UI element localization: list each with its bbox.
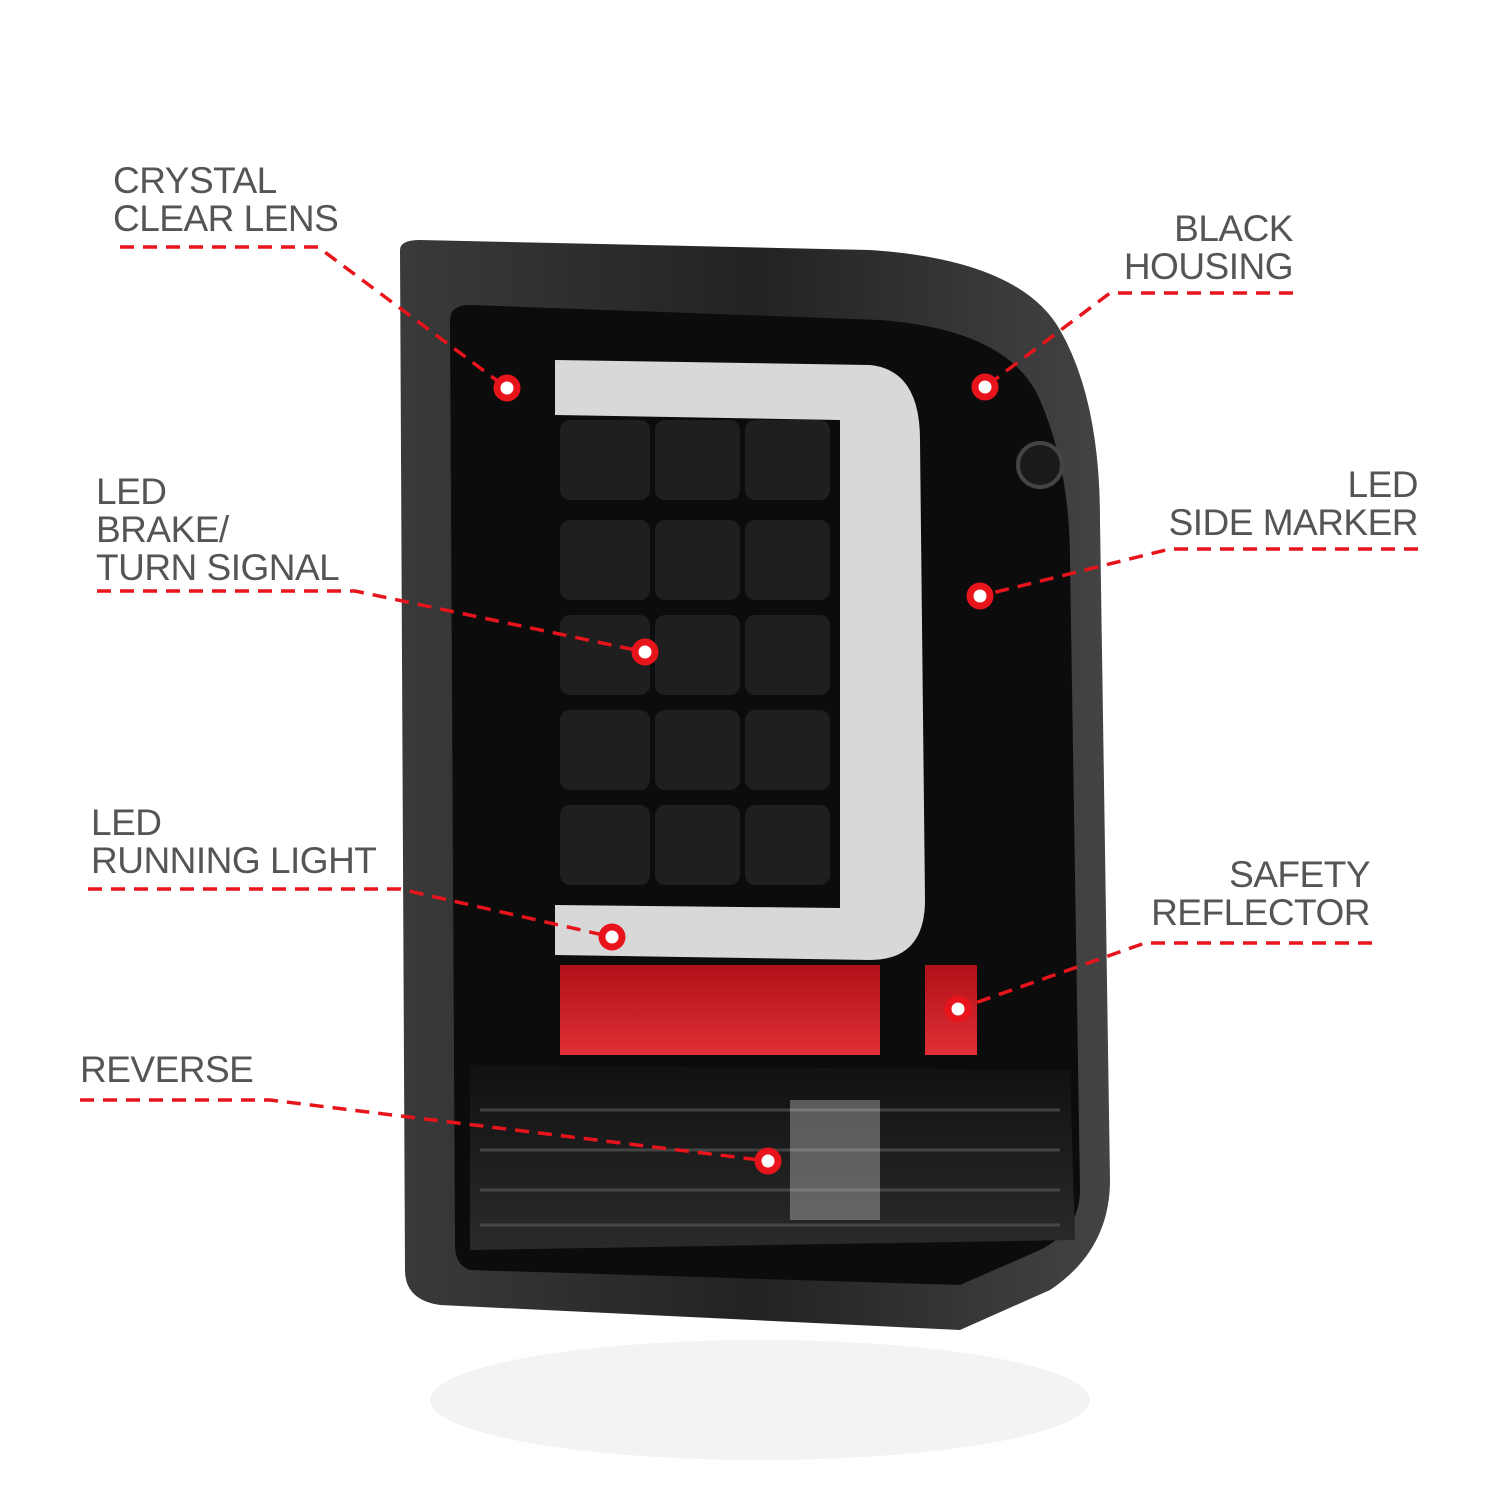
callout-line-brake xyxy=(97,589,646,654)
callout-line-reflector xyxy=(957,941,1372,1011)
mounting-stud xyxy=(1016,441,1064,489)
label-reverse: REVERSE xyxy=(80,1049,254,1090)
reverse-light xyxy=(790,1100,880,1220)
callout-dot-housing xyxy=(971,373,999,401)
callout-dot-reverse xyxy=(754,1147,782,1175)
callout-line-reverse xyxy=(80,1098,769,1163)
led-grid xyxy=(560,420,830,885)
callout-dot-brake xyxy=(631,638,659,666)
callout-dot-running xyxy=(598,923,626,951)
floor-reflection xyxy=(430,1340,1090,1460)
callout-line-running xyxy=(88,887,613,939)
callout-line-housing xyxy=(983,291,1293,389)
callout-dot-lens xyxy=(493,374,521,402)
red-reflector xyxy=(560,965,880,1055)
callout-line-lens xyxy=(120,245,509,390)
callout-line-side-marker xyxy=(979,547,1418,598)
callout-dot-reflector xyxy=(944,995,972,1023)
running-light-bar xyxy=(555,360,925,960)
callout-dot-side-marker xyxy=(966,582,994,610)
